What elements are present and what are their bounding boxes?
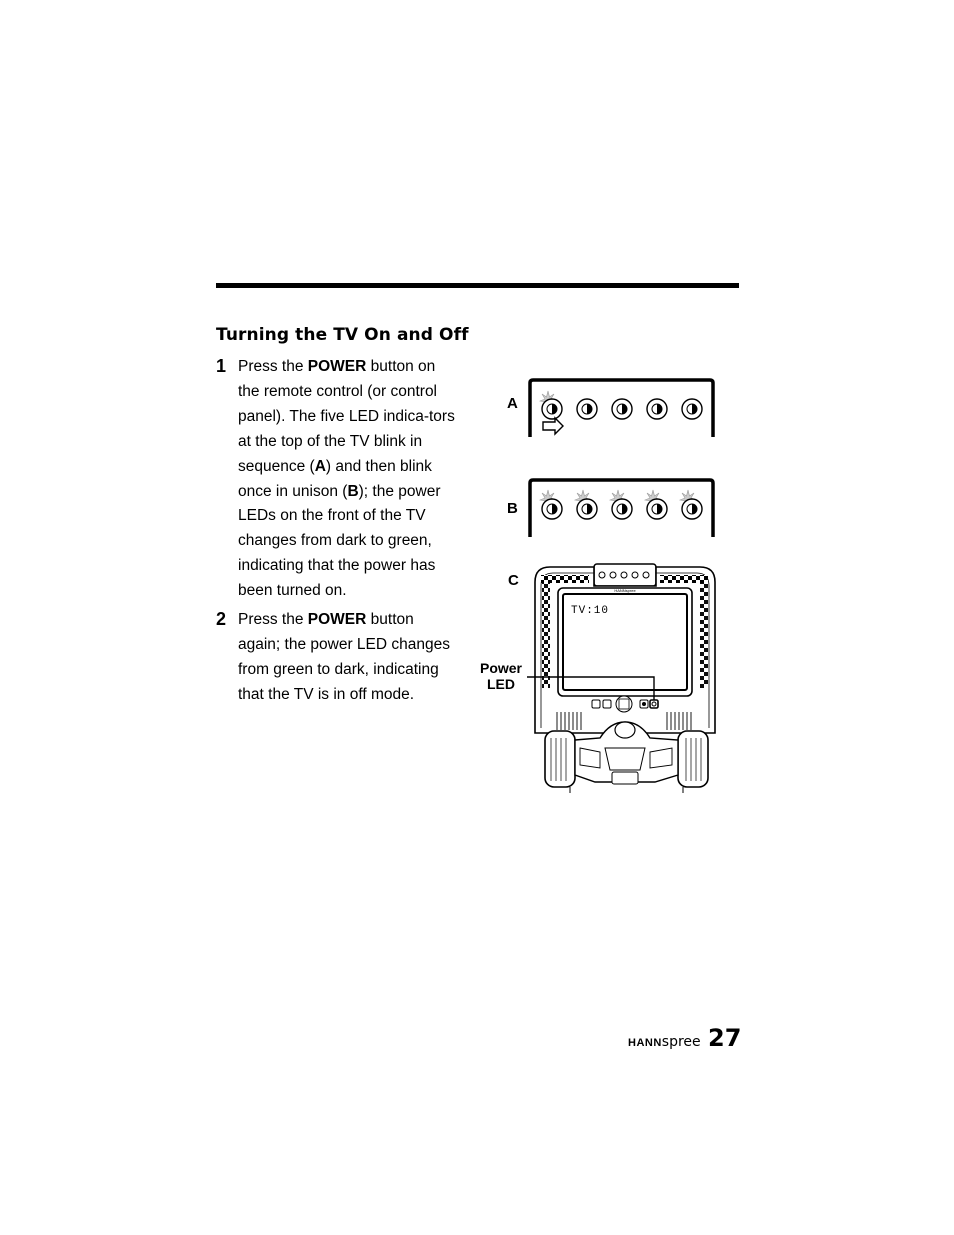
step-1-text: Press the POWER button on the remote con… (238, 358, 455, 600)
footer-brand-logo: HANNspree (628, 1034, 701, 1050)
led-indicator-icon (541, 498, 563, 520)
page-number: 27 (708, 1024, 742, 1052)
step-2-text: Press the POWER button again; the power … (238, 611, 450, 703)
led-panel-a (528, 378, 715, 437)
figure-label-b: B (507, 500, 518, 517)
power-led-icon (649, 699, 659, 709)
led-indicator-icon (646, 398, 668, 420)
section-heading: Turning the TV On and Off (216, 325, 469, 345)
screen-channel-text: TV:10 (571, 605, 609, 617)
figure-label-c: C (508, 572, 519, 589)
header-rule (216, 283, 739, 288)
led-panel-b (528, 478, 715, 537)
sequence-arrow-icon (542, 416, 564, 436)
led-indicator-icon (681, 398, 703, 420)
step-1-number: 1 (216, 356, 227, 376)
led-indicator-icon (541, 398, 563, 420)
power-led-callout-line (527, 676, 655, 700)
led-indicator-icon (646, 498, 668, 520)
led-indicator-icon (681, 498, 703, 520)
step-2-number: 2 (216, 609, 227, 629)
led-indicator-icon (611, 498, 633, 520)
led-indicator-icon (611, 398, 633, 420)
led-indicator-icon (576, 498, 598, 520)
tv-brand-logo: HANNspree (614, 588, 636, 593)
tv-front-view: HANNspree TV:10 (527, 563, 716, 793)
figure-label-a: A (507, 395, 518, 412)
led-indicator-icon (576, 398, 598, 420)
